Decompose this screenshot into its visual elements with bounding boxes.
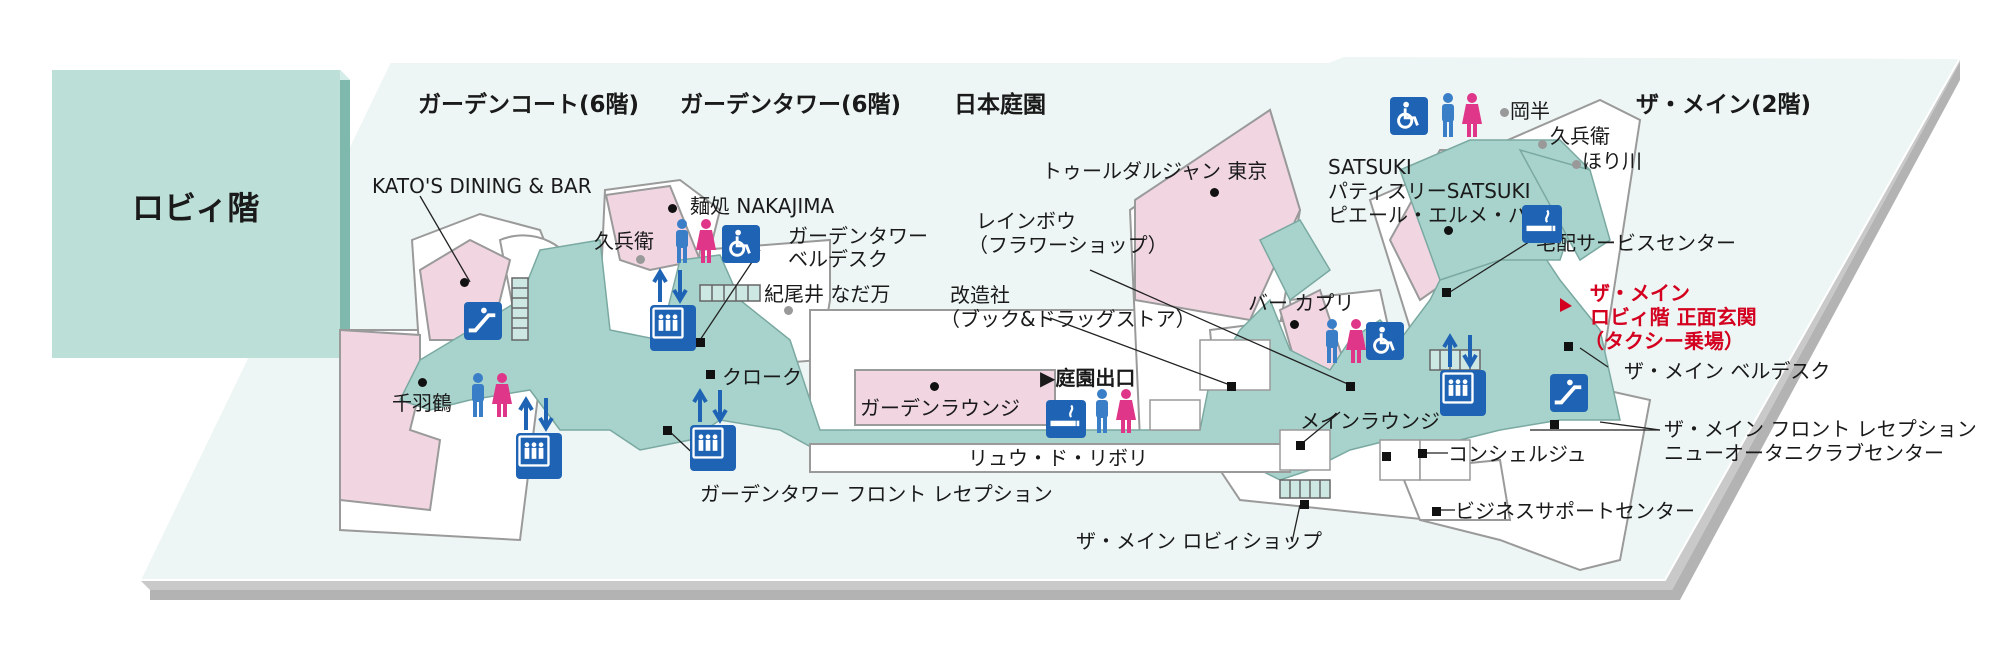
marker-concierge-a — [1382, 452, 1391, 461]
up-down-arrows-icon — [652, 268, 688, 304]
marker-katos — [460, 278, 469, 287]
label-garden-lounge[interactable]: ガーデンラウンジ — [860, 396, 1020, 420]
building-garden: 日本庭園 — [954, 92, 1046, 118]
area-ryu — [809, 443, 1291, 473]
label-takuhai[interactable]: 宅配サービスセンター — [1536, 231, 1736, 255]
label-main-lounge[interactable]: メインラウンジ — [1300, 409, 1440, 433]
wheelchair-icon[interactable] — [1366, 322, 1404, 360]
label-ryu[interactable]: リュウ・ド・リボリ — [968, 446, 1148, 470]
label-okahan[interactable]: 岡半 — [1510, 99, 1550, 123]
label-main-entrance-2[interactable]: ロビィ階 正面玄関 — [1590, 305, 1757, 329]
up-down-arrows-icon — [518, 396, 554, 432]
label-patisserie[interactable]: パティスリーSATSUKI — [1328, 179, 1531, 203]
marker-main-lounge — [1296, 441, 1305, 450]
label-main-bell[interactable]: ザ・メイン ベルデスク — [1624, 359, 1831, 383]
marker-main-bell — [1564, 342, 1573, 351]
marker-gt-front — [663, 426, 672, 435]
up-down-arrows-icon — [1442, 333, 1478, 369]
elevator-icon[interactable] — [1440, 370, 1486, 416]
label-horikawa[interactable]: ほり川 — [1582, 149, 1642, 173]
wheelchair-icon[interactable] — [1390, 97, 1428, 135]
marker-cloak — [706, 370, 715, 379]
marker-horikawa — [1572, 160, 1581, 169]
label-pierre[interactable]: ピエール・エルメ・パリ — [1328, 203, 1548, 227]
marker-bar-capri — [1290, 320, 1299, 329]
label-main-front-1[interactable]: ザ・メイン フロント レセプション — [1664, 417, 1977, 441]
label-main-front-2[interactable]: ニューオータニクラブセンター — [1664, 441, 1944, 465]
label-kyubey-left[interactable]: 久兵衛 — [594, 229, 654, 253]
wheelchair-icon[interactable] — [722, 225, 760, 263]
label-main-entrance-3[interactable]: （タクシー乗場） — [1584, 329, 1744, 353]
escalator-icon[interactable] — [464, 302, 502, 340]
label-gt-bell-2[interactable]: ベルデスク — [788, 247, 888, 271]
label-rainbow-1[interactable]: レインボウ — [976, 209, 1076, 233]
label-main-entrance-1[interactable]: ザ・メイン — [1590, 281, 1690, 305]
elevator-icon[interactable] — [516, 433, 562, 479]
label-kaizosha-2[interactable]: （ブック&ドラッグストア） — [940, 307, 1196, 331]
floor-title: ロビィ階 — [132, 189, 260, 227]
label-concierge[interactable]: コンシェルジュ — [1448, 442, 1587, 466]
label-main-lobby-shop[interactable]: ザ・メイン ロビィショップ — [1076, 529, 1322, 553]
marker-kyubey-left — [636, 255, 645, 264]
restroom-icon[interactable] — [1320, 318, 1368, 364]
label-kyubey-right[interactable]: 久兵衛 — [1550, 124, 1610, 148]
marker-lobby-shop — [1300, 500, 1309, 509]
label-business[interactable]: ビジネスサポートセンター — [1455, 499, 1695, 523]
marker-nakajima — [668, 204, 677, 213]
marker-takuhai — [1442, 288, 1451, 297]
restroom-icon[interactable] — [670, 218, 718, 264]
smoking-icon[interactable] — [1046, 400, 1086, 438]
building-the-main: ザ・メイン(2階) — [1636, 92, 1812, 118]
building-garden-court: ガーデンコート(6階) — [418, 92, 640, 118]
marker-rainbow — [1346, 382, 1355, 391]
label-bar-capri[interactable]: バー カプリ — [1248, 291, 1355, 315]
elevator-icon[interactable] — [650, 305, 696, 351]
area-garden-lounge — [854, 369, 1056, 426]
marker-kyubey-right — [1538, 140, 1547, 149]
label-kioi[interactable]: 紀尾井 なだ万 — [764, 282, 891, 306]
floor-label-box — [52, 70, 340, 358]
marker-kaizosha — [1227, 382, 1236, 391]
label-rainbow-2[interactable]: （フラワーショップ） — [968, 233, 1168, 257]
marker-gt-bell — [696, 338, 705, 347]
restroom-icon[interactable] — [466, 372, 514, 418]
label-toulouse[interactable]: トゥールダルジャン 東京 — [1042, 159, 1268, 183]
marker-main-front — [1550, 420, 1559, 429]
restroom-icon[interactable] — [1090, 388, 1138, 434]
label-gt-bell-1[interactable]: ガーデンタワー — [788, 224, 928, 248]
marker-toulouse — [1210, 188, 1219, 197]
marker-concierge — [1418, 449, 1427, 458]
label-cloak[interactable]: クローク — [722, 365, 802, 389]
marker-senbazuru — [418, 378, 427, 387]
label-katos[interactable]: KATO'S DINING & BAR — [372, 174, 592, 198]
label-satsuki[interactable]: SATSUKI — [1328, 155, 1412, 179]
building-garden-tower: ガーデンタワー(6階) — [680, 92, 902, 118]
label-gt-front[interactable]: ガーデンタワー フロント レセプション — [700, 482, 1053, 506]
marker-kioi — [784, 306, 793, 315]
marker-garden-lounge — [930, 382, 939, 391]
marker-satsuki — [1444, 226, 1453, 235]
elevator-icon[interactable] — [690, 425, 736, 471]
up-down-arrows-icon — [692, 388, 728, 424]
label-senbazuru[interactable]: 千羽鶴 — [392, 391, 452, 415]
marker-okahan — [1500, 108, 1509, 117]
label-nakajima[interactable]: 麺処 NAKAJIMA — [690, 194, 835, 218]
label-garden-exit[interactable]: ▶庭園出口 — [1040, 366, 1136, 390]
label-kaizosha-1[interactable]: 改造社 — [950, 283, 1010, 307]
marker-business — [1432, 507, 1441, 516]
smoking-icon[interactable] — [1522, 205, 1562, 243]
escalator-icon[interactable] — [1550, 374, 1588, 412]
restroom-icon[interactable] — [1436, 92, 1484, 138]
